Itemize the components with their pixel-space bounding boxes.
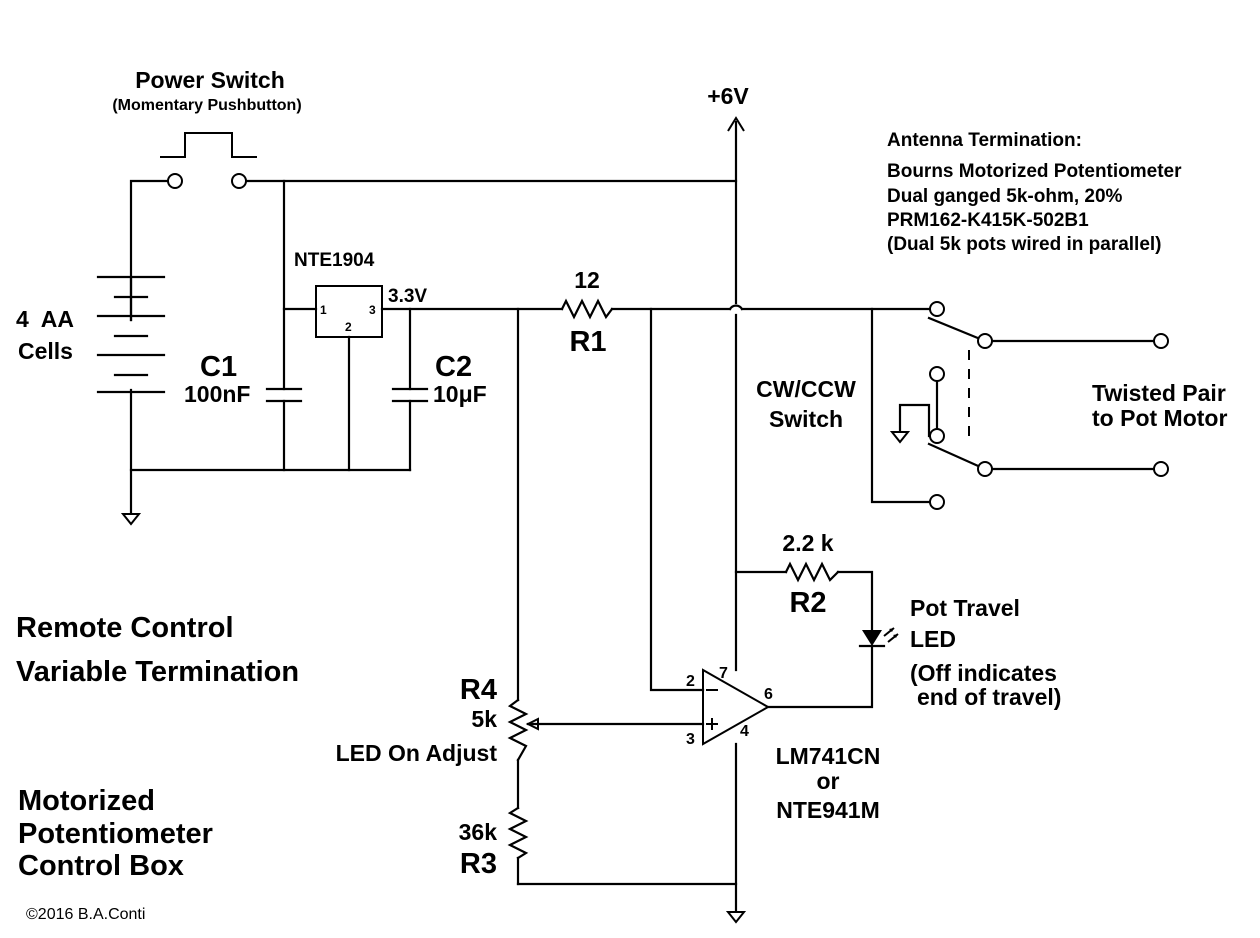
antenna-title: Antenna Termination: [887,130,1082,151]
regulator-part: NTE1904 [294,250,375,271]
capacitor-c1-symbol [265,387,303,403]
power-switch-subtitle: (Momentary Pushbutton) [112,97,301,114]
r4-name: R4 [460,674,497,706]
battery-label-1: 4 AA [16,306,74,332]
antenna-line-1: Bourns Motorized Potentiometer [887,161,1182,182]
potentiometer-wiper-arrow [525,717,539,731]
opamp-pin-3: 3 [686,731,695,748]
switch-label-2: Switch [769,406,843,432]
subtitle-line-2: Potentiometer [18,818,213,850]
regulator-nte1904 [315,285,383,338]
cw-ccw-switch-symbol [927,301,1169,510]
led-label-3: (Off indicates [910,660,1057,686]
subtitle-line-3: Control Box [18,850,184,882]
led-label-2: LED [910,626,956,652]
power-switch-title: Power Switch [135,67,285,93]
ground-symbol-battery [120,513,142,526]
opamp-pin-2: 2 [686,673,695,690]
regulator-pin-3: 3 [369,303,376,317]
opamp-part-1: LM741CN [776,743,881,769]
supply-arrow [727,116,745,132]
r4-note: LED On Adjust [336,740,498,766]
r3-value: 36k [459,819,498,845]
capacitor-c2-symbol [391,387,429,403]
r2-value: 2.2 k [782,530,833,556]
r3-name: R3 [460,848,497,880]
wires [129,120,1156,912]
subtitle-line-1: Motorized [18,785,155,817]
switch-label-1: CW/CCW [756,376,856,402]
opamp-part-3: NTE941M [776,797,880,823]
opamp-part-2: or [817,768,840,794]
c2-value: 10μF [433,381,487,407]
potentiometer-r4-symbol [507,698,529,762]
copyright: ©2016 B.A.Conti [26,906,145,923]
motor-label-1: Twisted Pair [1092,380,1226,406]
r1-name: R1 [569,326,606,358]
c1-name: C1 [200,351,237,383]
led-label-4: end of travel) [917,684,1061,710]
c2-name: C2 [435,351,472,383]
resistor-r1-symbol [560,298,614,320]
regulator-voltage: 3.3V [388,286,427,307]
opamp-pin-6: 6 [764,686,773,703]
resistor-r2-symbol [784,561,840,583]
battery-cells [96,275,166,394]
opamp-pin-4: 4 [740,723,749,740]
r2-name: R2 [789,587,826,619]
title-line-1: Remote Control [16,612,234,644]
led-symbol [858,627,899,648]
motor-label-2: to Pot Motor [1092,405,1227,431]
supply-label: +6V [707,83,749,109]
opamp-symbol [702,668,771,746]
ground-symbol-opamp [725,911,747,924]
r1-value: 12 [574,267,600,293]
regulator-pin-1: 1 [320,303,327,317]
antenna-line-2: Dual ganged 5k-ohm, 20% [887,186,1123,207]
title-line-2: Variable Termination [16,656,299,688]
r4-value: 5k [471,706,497,732]
antenna-line-4: (Dual 5k pots wired in parallel) [887,234,1162,255]
regulator-pin-2: 2 [345,320,352,334]
ground-symbol-switch [889,431,911,444]
power-switch-symbol [160,132,257,189]
led-label-1: Pot Travel [910,595,1020,621]
battery-label-2: Cells [18,338,73,364]
c1-value: 100nF [184,381,250,407]
resistor-r3-symbol [507,806,529,860]
opamp-pin-7: 7 [719,665,728,682]
antenna-line-3: PRM162-K415K-502B1 [887,210,1089,231]
